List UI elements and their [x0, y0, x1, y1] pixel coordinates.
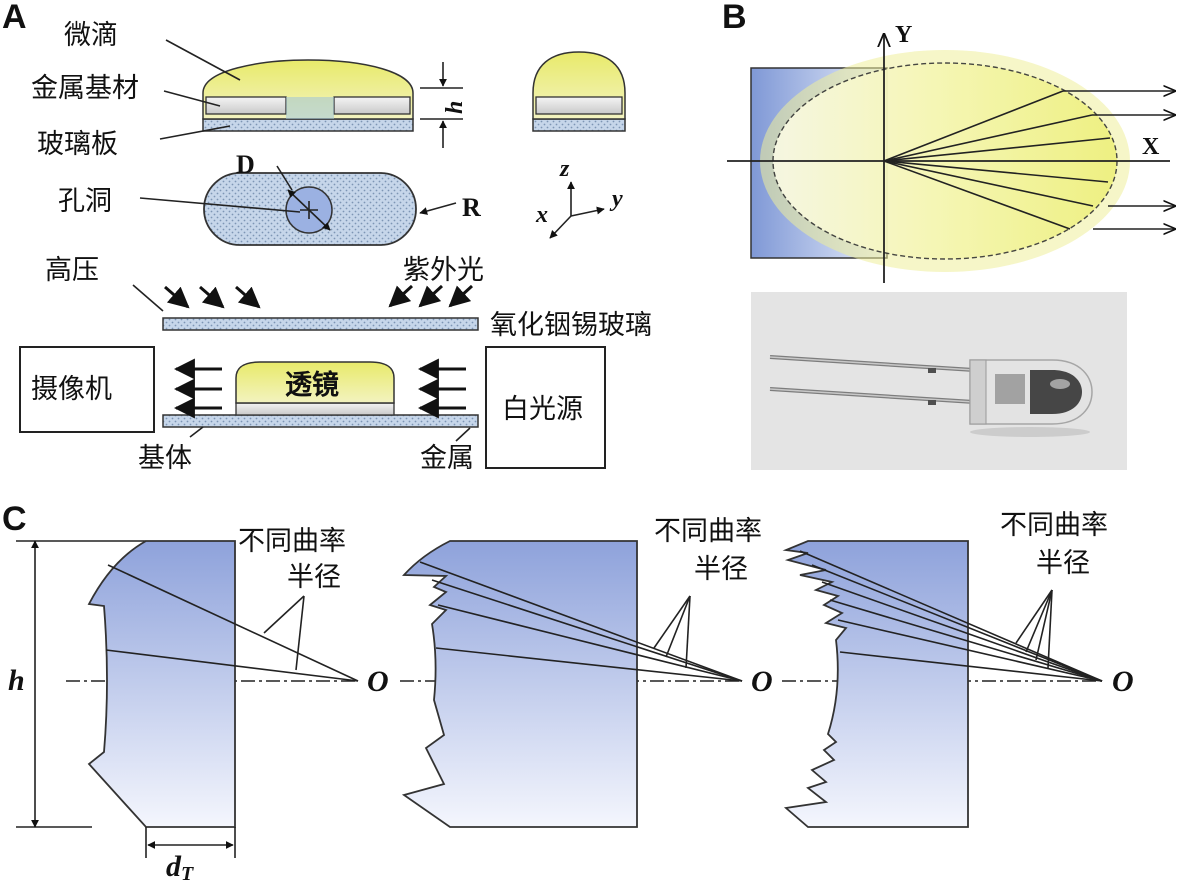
uv-arrows [388, 284, 474, 308]
label-d-sub: T [181, 863, 194, 882]
label-lens: 透镜 [285, 370, 339, 401]
glass-plate-shape [202, 118, 414, 132]
lens-shape [235, 361, 395, 404]
small-droplet-view [532, 51, 626, 132]
radius-lines-1 [105, 564, 359, 682]
height-dimension: h [420, 62, 468, 148]
svg-text:dT: dT [166, 850, 194, 882]
metal-substrate-right [333, 96, 411, 115]
panel-a: A 微滴 金属基材 玻璃板 h [2, 0, 652, 474]
label-d: d [166, 850, 182, 882]
light-source-box [485, 346, 606, 469]
lens-profile-2 [401, 540, 638, 828]
label-hole: 孔洞 [58, 186, 112, 217]
label-curvature-2: 不同曲率 [654, 516, 762, 547]
label-radius-2: 半径 [694, 554, 748, 585]
label-z: z [559, 156, 570, 182]
label-metal-substrate: 金属基材 [31, 73, 139, 104]
metal-layer [235, 402, 395, 416]
hole-fill [286, 97, 334, 119]
label-metal: 金属 [420, 443, 474, 474]
label-base: 基体 [138, 443, 192, 474]
label-ito-glass: 氧化铟锡玻璃 [490, 310, 652, 341]
label-x: x [535, 202, 548, 228]
panel-b-letter: B [722, 0, 747, 36]
label-radius-3: 半径 [1036, 548, 1090, 579]
xyz-axes: z y x [535, 156, 623, 239]
label-radius-1: 半径 [287, 562, 341, 593]
label-glass-plate: 玻璃板 [37, 129, 118, 160]
label-X: X [1142, 134, 1160, 160]
radius-lines-2 [419, 561, 743, 682]
label-white-light: 白光源 [502, 394, 583, 425]
label-D: D [236, 150, 255, 179]
base-leader [189, 426, 204, 438]
height-dimension-c: h [8, 540, 146, 828]
rays [883, 91, 1175, 229]
label-high-voltage: 高压 [45, 255, 99, 286]
label-curvature-1: 不同曲率 [238, 526, 346, 557]
lens-on-substrate: 透镜 [162, 361, 479, 428]
hole-leader [139, 197, 301, 213]
panel-c-letter: C [2, 500, 27, 538]
camera-box [19, 346, 155, 433]
light-arrows-right [417, 358, 466, 419]
light-arrows-left [173, 358, 222, 419]
led-photo [751, 292, 1127, 470]
label-O-1: O [367, 665, 389, 698]
panel-c: C h O 不同曲率 半径 [2, 500, 1134, 882]
label-group-3: 不同曲率 半径 [1000, 510, 1108, 669]
panel-b: B Y X [722, 0, 1175, 470]
label-h-small: h [442, 101, 468, 114]
beam-diagram: Y X [727, 22, 1175, 283]
label-camera: 摄像机 [31, 374, 112, 405]
glass-leader [159, 125, 231, 140]
label-O-3: O [1112, 665, 1134, 698]
lens-profile-1 [87, 540, 236, 828]
high-voltage-arrows [132, 284, 261, 312]
hole-top-view: D 孔洞 R [58, 150, 481, 246]
panel-a-letter: A [2, 0, 27, 36]
thickness-dimension: dT [145, 827, 236, 882]
base-plate [162, 414, 479, 428]
label-O-2: O [751, 665, 773, 698]
droplet-leader [165, 39, 241, 81]
ito-glass-plate [162, 317, 479, 331]
label-Y: Y [895, 22, 912, 48]
radius-lines-3 [799, 550, 1103, 682]
lens-profile-3 [782, 540, 969, 828]
label-curvature-3: 不同曲率 [1000, 510, 1108, 541]
label-R: R [462, 193, 481, 222]
metal-leader-bottom [455, 427, 471, 442]
label-uv-light: 紫外光 [403, 255, 484, 286]
metal-leader [163, 90, 221, 107]
label-group-2: 不同曲率 半径 [653, 516, 762, 669]
label-droplet: 微滴 [64, 20, 118, 51]
label-y: y [609, 186, 623, 212]
label-group-1: 不同曲率 半径 [238, 526, 346, 671]
droplet-cross-section [202, 59, 414, 132]
label-h: h [8, 664, 25, 697]
